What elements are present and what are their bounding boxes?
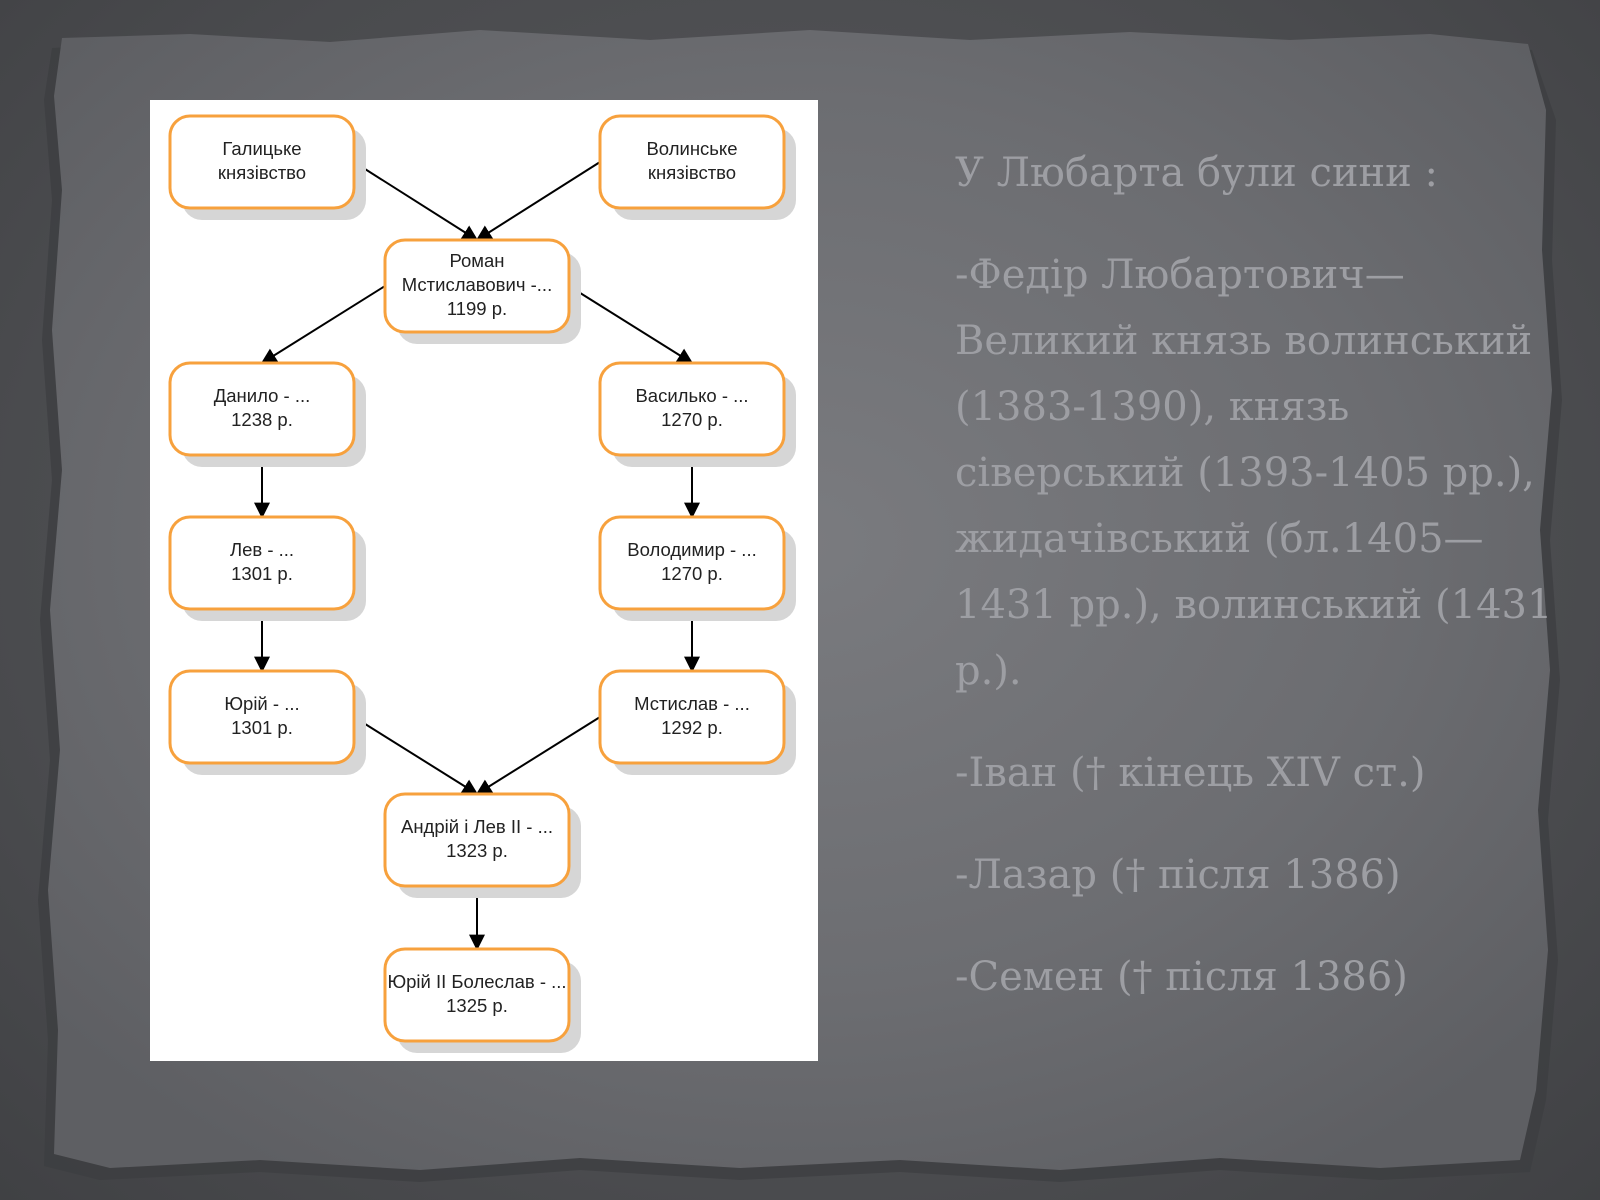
node-label-line: 1270 р. — [661, 563, 723, 584]
node-label-line: Василько - ... — [635, 385, 748, 406]
sons-heading: У Любарта були сини : — [955, 150, 1439, 196]
node-box — [168, 515, 356, 611]
node-label-line: князівство — [648, 162, 736, 183]
node-box — [598, 361, 786, 457]
node-label-line: Мстислав - ... — [634, 693, 750, 714]
node-box — [598, 515, 786, 611]
arrow-volynske-to-roman — [475, 161, 601, 241]
node-label-line: Мстиславович -... — [402, 274, 552, 295]
son-fedir: -Федір Любартович— Великий князь волинсь… — [955, 252, 1553, 694]
node-label-line: Юрій - ... — [224, 693, 299, 714]
node-box — [598, 114, 786, 210]
node-label-line: Галицьке — [222, 138, 301, 159]
node-label-line: 1199 р. — [447, 298, 507, 319]
node-label-line: Лев - ... — [230, 539, 294, 560]
node-volodymyr: Володимир - ... 1270 р. — [598, 515, 796, 621]
node-box — [168, 669, 356, 765]
arrow-galytske-to-roman — [353, 161, 479, 241]
arrow-roman-to-vasylko — [568, 285, 694, 364]
node-label-line: Юрій ІІ Болеслав - ... — [387, 971, 566, 992]
node-label-line: 1292 р. — [661, 717, 723, 738]
node-box — [168, 361, 356, 457]
node-label-line: 1325 р. — [446, 995, 508, 1016]
node-volynske: Волинське князівство — [598, 114, 796, 220]
node-label-line: 1238 р. — [231, 409, 293, 430]
node-box — [168, 114, 356, 210]
node-label-line: Данило - ... — [214, 385, 311, 406]
node-box — [383, 792, 571, 888]
son-ivan: -Іван († кінець XIV ст.) — [955, 750, 1426, 796]
node-box — [383, 947, 571, 1043]
arrow-mstyslav-to-andriy_lev — [475, 716, 601, 795]
node-label-line: Володимир - ... — [627, 539, 756, 560]
node-lev: Лев - ... 1301 р. — [168, 515, 366, 621]
node-andriy-lev: Андрій і Лев ІІ - ... 1323 р. — [383, 792, 581, 898]
arrow-yuriy-to-andriy_lev — [353, 716, 479, 795]
node-label-line: 1301 р. — [231, 563, 293, 584]
node-label-line: Роман — [449, 250, 504, 271]
node-yuriy: Юрій - ... 1301 р. — [168, 669, 366, 775]
node-label-line: князівство — [218, 162, 306, 183]
node-label-line: 1270 р. — [661, 409, 723, 430]
node-label-line: 1323 р. — [446, 840, 508, 861]
son-lazar: -Лазар († після 1386) — [955, 852, 1401, 898]
node-vasylko: Василько - ... 1270 р. — [598, 361, 796, 467]
nodes-layer: Галицьке князівство Волинське князівствоРом… — [168, 114, 796, 1053]
node-box — [598, 669, 786, 765]
node-yuriy-boleslav: Юрій ІІ Болеслав - ... 1325 р. — [383, 947, 581, 1053]
node-mstyslav: Мстислав - ... 1292 р. — [598, 669, 796, 775]
node-danylo: Данило - ... 1238 р. — [168, 361, 366, 467]
son-semen: -Семен († після 1386) — [955, 954, 1408, 1000]
genealogy-diagram-canvas: Галицьке князівство Волинське князівствоРом… — [150, 100, 818, 1061]
arrow-roman-to-danylo — [260, 285, 386, 364]
node-box — [383, 238, 571, 334]
node-label-line: Волинське — [646, 138, 737, 159]
text-panel: У Любарта були сини : -Федір Любартович—… — [955, 140, 1575, 1046]
node-label-line: Андрій і Лев ІІ - ... — [401, 816, 553, 837]
node-label-line: 1301 р. — [231, 717, 293, 738]
node-galytske: Галицьке князівство — [168, 114, 366, 220]
